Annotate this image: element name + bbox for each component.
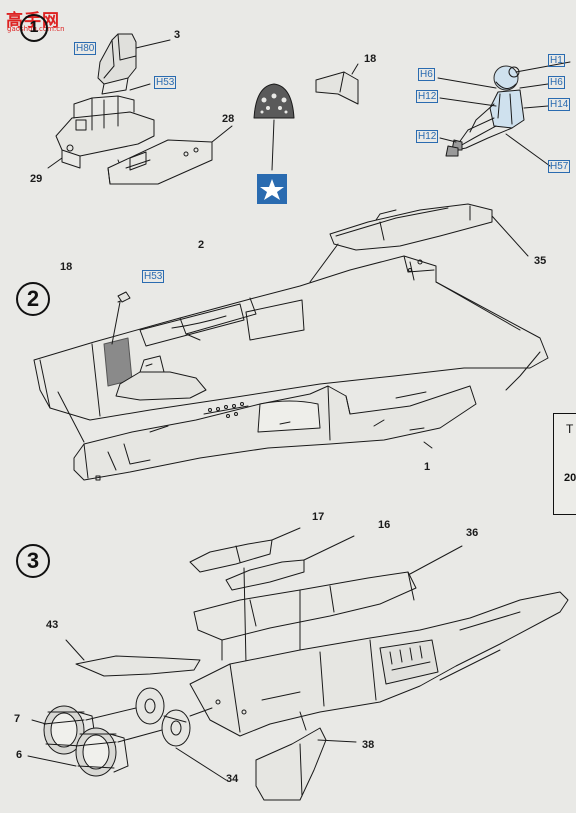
paint-code-h6-left: H6 [418, 68, 435, 81]
fuselage-lower-half-1 [73, 385, 477, 481]
part-label-18-step2: 18 [60, 261, 73, 273]
paint-code-h12-upper: H12 [416, 90, 439, 103]
part-label-7: 7 [14, 713, 21, 725]
part-label-36: 36 [466, 527, 479, 539]
paint-code-h80: H80 [74, 42, 97, 55]
rear-fuselage-top-35 [329, 203, 529, 257]
part-label-18-step1: 18 [364, 53, 377, 65]
part-label-28: 28 [222, 113, 235, 125]
next-step-letter: T [566, 422, 574, 436]
exhaust-nozzle-7 [43, 705, 97, 755]
step-number-2: 2 [16, 282, 50, 316]
exhaust-nozzle-6 [75, 727, 129, 777]
part-label-3: 3 [174, 29, 181, 41]
paint-code-h53-step2: H53 [142, 270, 165, 283]
part-label-17: 17 [312, 511, 325, 523]
pilot-figure [445, 65, 525, 157]
part-label-35: 35 [534, 255, 547, 267]
part-label-1: 1 [424, 461, 431, 473]
part-label-2: 2 [198, 239, 205, 251]
ventral-fin-38 [255, 727, 327, 801]
part-label-38: 38 [362, 739, 375, 751]
placed-cockpit-tub [115, 371, 207, 401]
paint-code-h14: H14 [548, 98, 571, 111]
fin-part-43 [75, 655, 201, 677]
paint-code-h12-lower: H12 [416, 130, 439, 143]
upper-rear-cover-36 [193, 545, 463, 641]
paint-code-h57: H57 [548, 160, 571, 173]
part-label-34: 34 [226, 773, 239, 785]
rear-fuselage-assembly [189, 591, 569, 737]
panel-part-17 [189, 539, 273, 573]
cockpit-tub-part [55, 95, 155, 169]
seat-part [97, 33, 137, 95]
part-label-43: 43 [46, 619, 59, 631]
star-decal-icon [257, 174, 287, 204]
paint-code-h6-right: H6 [548, 76, 565, 89]
next-step-number: 20 [564, 472, 576, 484]
bracket-part-28 [107, 125, 233, 185]
paint-code-h1: H1 [548, 54, 565, 67]
step-number-3: 3 [16, 544, 50, 578]
step-number-1: 1 [20, 14, 48, 42]
next-step-box: T 20 [553, 413, 576, 515]
engine-ring-b [161, 709, 191, 747]
part-label-16: 16 [378, 519, 391, 531]
paint-code-h53-step1: H53 [154, 76, 177, 89]
panel-part-16 [225, 559, 305, 591]
engine-ring-a [135, 687, 165, 725]
part-label-29: 29 [30, 173, 43, 185]
instrument-panel-decal [253, 83, 295, 171]
panel-part-18 [315, 71, 359, 105]
part-label-6: 6 [16, 749, 23, 761]
